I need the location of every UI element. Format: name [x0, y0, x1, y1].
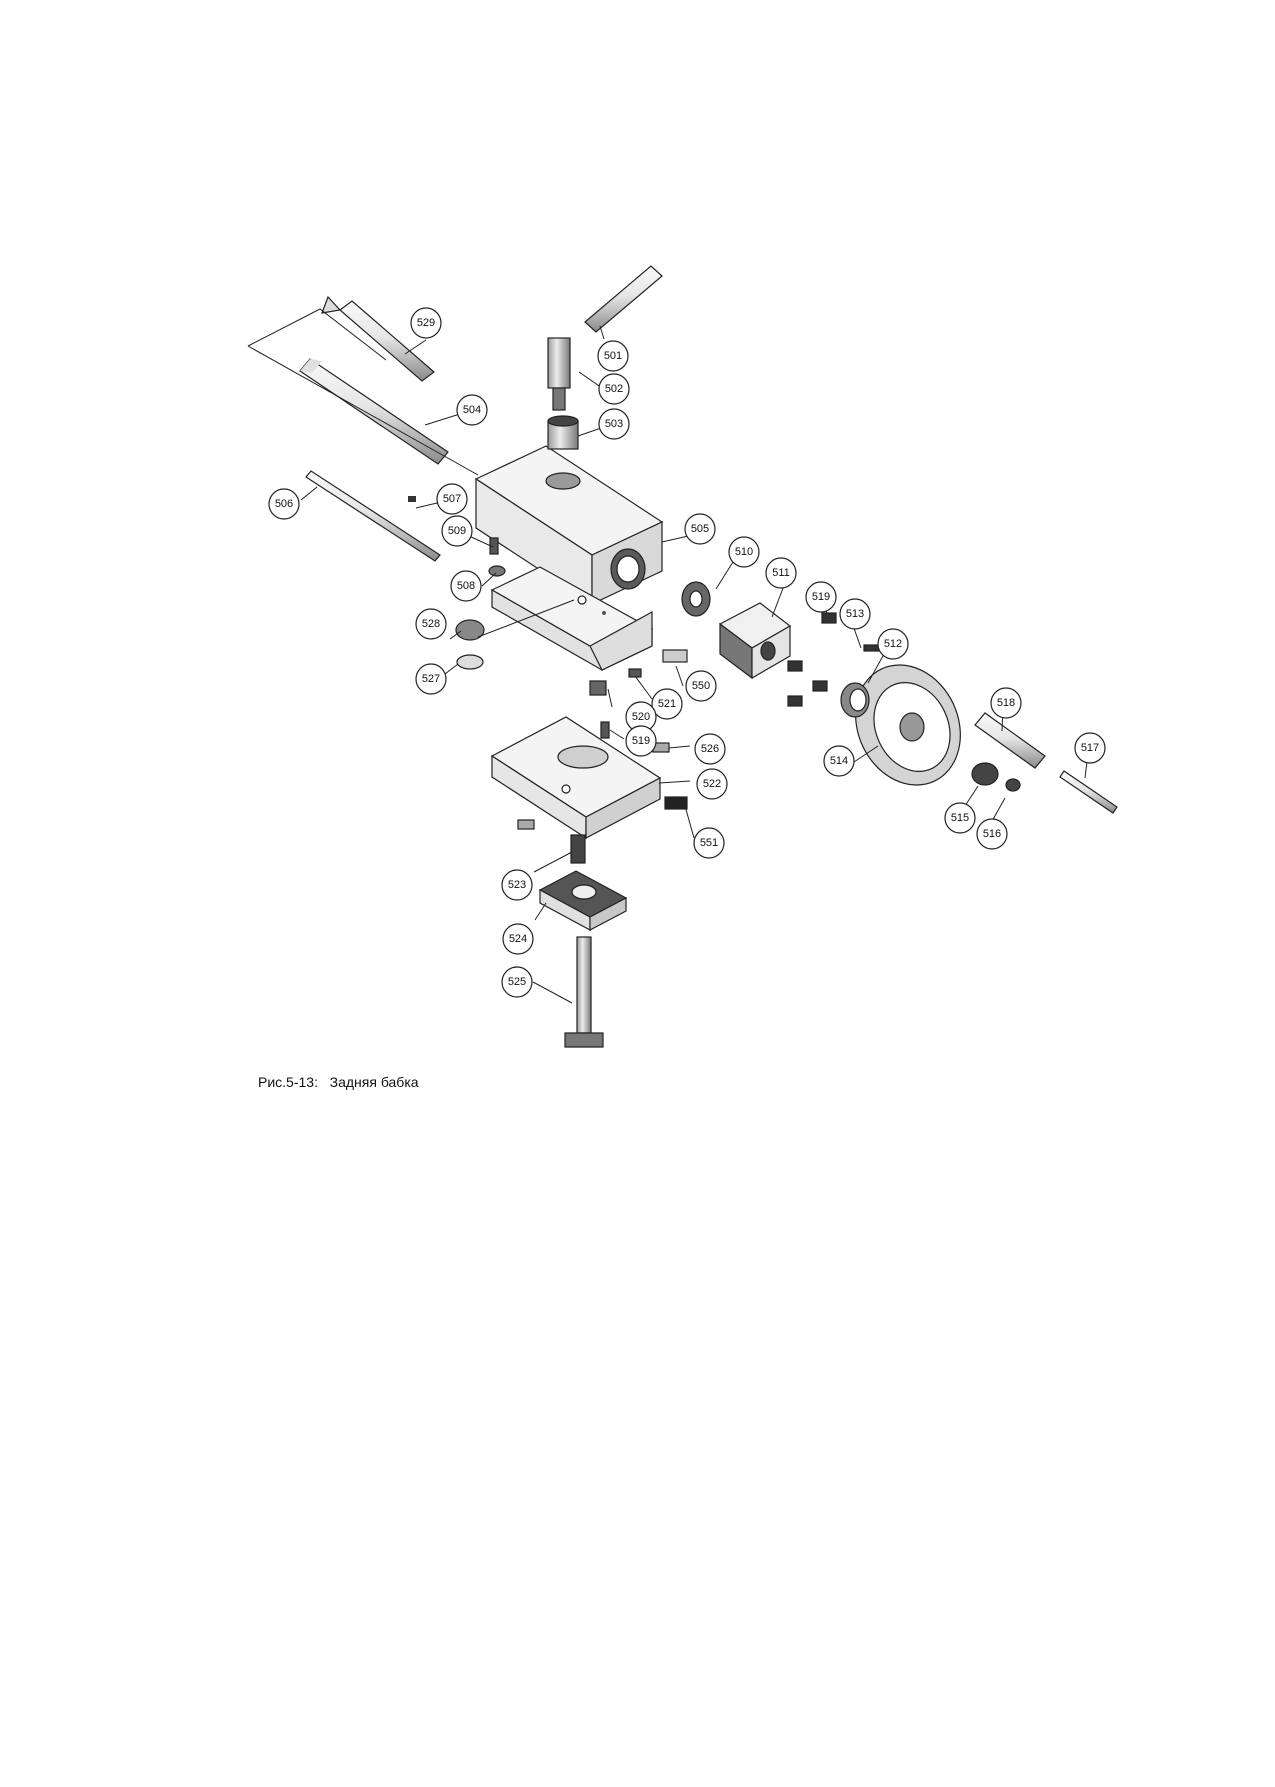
callout-label: 517 — [1081, 742, 1099, 754]
callout-512: 512 — [877, 628, 909, 660]
callout-label: 515 — [951, 812, 969, 824]
callout-label: 507 — [443, 493, 461, 505]
bolt-part — [564, 936, 604, 1048]
clamp-plate-part — [538, 870, 628, 932]
callout-label: 510 — [735, 546, 753, 558]
handle-bolt-part — [1059, 770, 1118, 814]
callout-523: 523 — [501, 869, 533, 901]
callout-506: 506 — [268, 488, 300, 520]
callout-528: 528 — [415, 608, 447, 640]
callout-510: 510 — [728, 536, 760, 568]
callout-502: 502 — [598, 373, 630, 405]
callout-501: 501 — [597, 340, 629, 372]
callout-label: 518 — [997, 697, 1015, 709]
callout-521: 521 — [651, 688, 683, 720]
figure-caption: Рис.5-13: Задняя бабка — [258, 1074, 419, 1090]
callout-label: 502 — [605, 383, 623, 395]
callout-label: 524 — [509, 933, 527, 945]
callout-519-upper: 519 — [805, 581, 837, 613]
upper-base-plate-part — [490, 566, 654, 672]
small-hardware-part — [408, 496, 1021, 830]
callout-label: 506 — [275, 498, 293, 510]
graduated-dial-part — [840, 682, 870, 718]
callout-label: 503 — [605, 418, 623, 430]
callout-label: 504 — [463, 404, 481, 416]
callout-label: 528 — [422, 618, 440, 630]
callout-label: 509 — [448, 525, 466, 537]
callout-511: 511 — [765, 557, 797, 589]
callout-label: 519 — [632, 735, 650, 747]
callout-label: 529 — [417, 317, 435, 329]
callout-label: 520 — [632, 711, 650, 723]
callout-525: 525 — [501, 966, 533, 998]
callout-509: 509 — [441, 515, 473, 547]
callout-label: 526 — [701, 743, 719, 755]
callout-508: 508 — [450, 570, 482, 602]
callout-513: 513 — [839, 598, 871, 630]
callout-529: 529 — [410, 307, 442, 339]
callout-label: 505 — [691, 523, 709, 535]
callout-label: 514 — [830, 755, 848, 767]
callout-519-lower: 519 — [625, 725, 657, 757]
callout-507: 507 — [436, 483, 468, 515]
callout-label: 527 — [422, 673, 440, 685]
callout-503: 503 — [598, 408, 630, 440]
clamp-lever-part — [547, 337, 571, 411]
callout-504: 504 — [456, 394, 488, 426]
callout-550: 550 — [685, 670, 717, 702]
thrust-bearing-part — [681, 581, 711, 617]
callout-label: 522 — [703, 778, 721, 790]
sleeve-part — [547, 415, 579, 450]
tailstock-body-part — [474, 445, 664, 606]
callout-551: 551 — [693, 827, 725, 859]
callout-527: 527 — [415, 663, 447, 695]
callout-label: 516 — [983, 828, 1001, 840]
lower-base-part — [490, 716, 662, 840]
handle-arm-part — [584, 265, 663, 333]
callout-label: 511 — [772, 567, 790, 579]
lead-screw-part — [305, 470, 441, 562]
callout-520: 520 — [625, 701, 657, 733]
nut-washer-part — [455, 619, 485, 670]
bearing-flange-part — [718, 602, 792, 680]
callout-522: 522 — [696, 768, 728, 800]
spring-part — [570, 834, 586, 864]
callout-505: 505 — [684, 513, 716, 545]
dead-center-part — [321, 295, 435, 382]
callout-514: 514 — [823, 745, 855, 777]
callout-label: 523 — [508, 879, 526, 891]
callout-label: 508 — [457, 580, 475, 592]
callout-label: 521 — [658, 698, 676, 710]
callout-label: 525 — [508, 976, 526, 988]
callout-label: 512 — [884, 638, 902, 650]
callout-label: 550 — [692, 680, 710, 692]
callout-524: 524 — [502, 923, 534, 955]
handwheel-part — [855, 664, 961, 786]
handle-grip-part — [974, 712, 1046, 769]
callout-label: 501 — [604, 350, 622, 362]
callout-label: 519 — [812, 591, 830, 603]
callout-518: 518 — [990, 687, 1022, 719]
callout-label: 551 — [700, 837, 718, 849]
callout-label: 513 — [846, 608, 864, 620]
callout-516: 516 — [976, 818, 1008, 850]
callout-526: 526 — [694, 733, 726, 765]
callout-515: 515 — [944, 802, 976, 834]
callout-517: 517 — [1074, 732, 1106, 764]
